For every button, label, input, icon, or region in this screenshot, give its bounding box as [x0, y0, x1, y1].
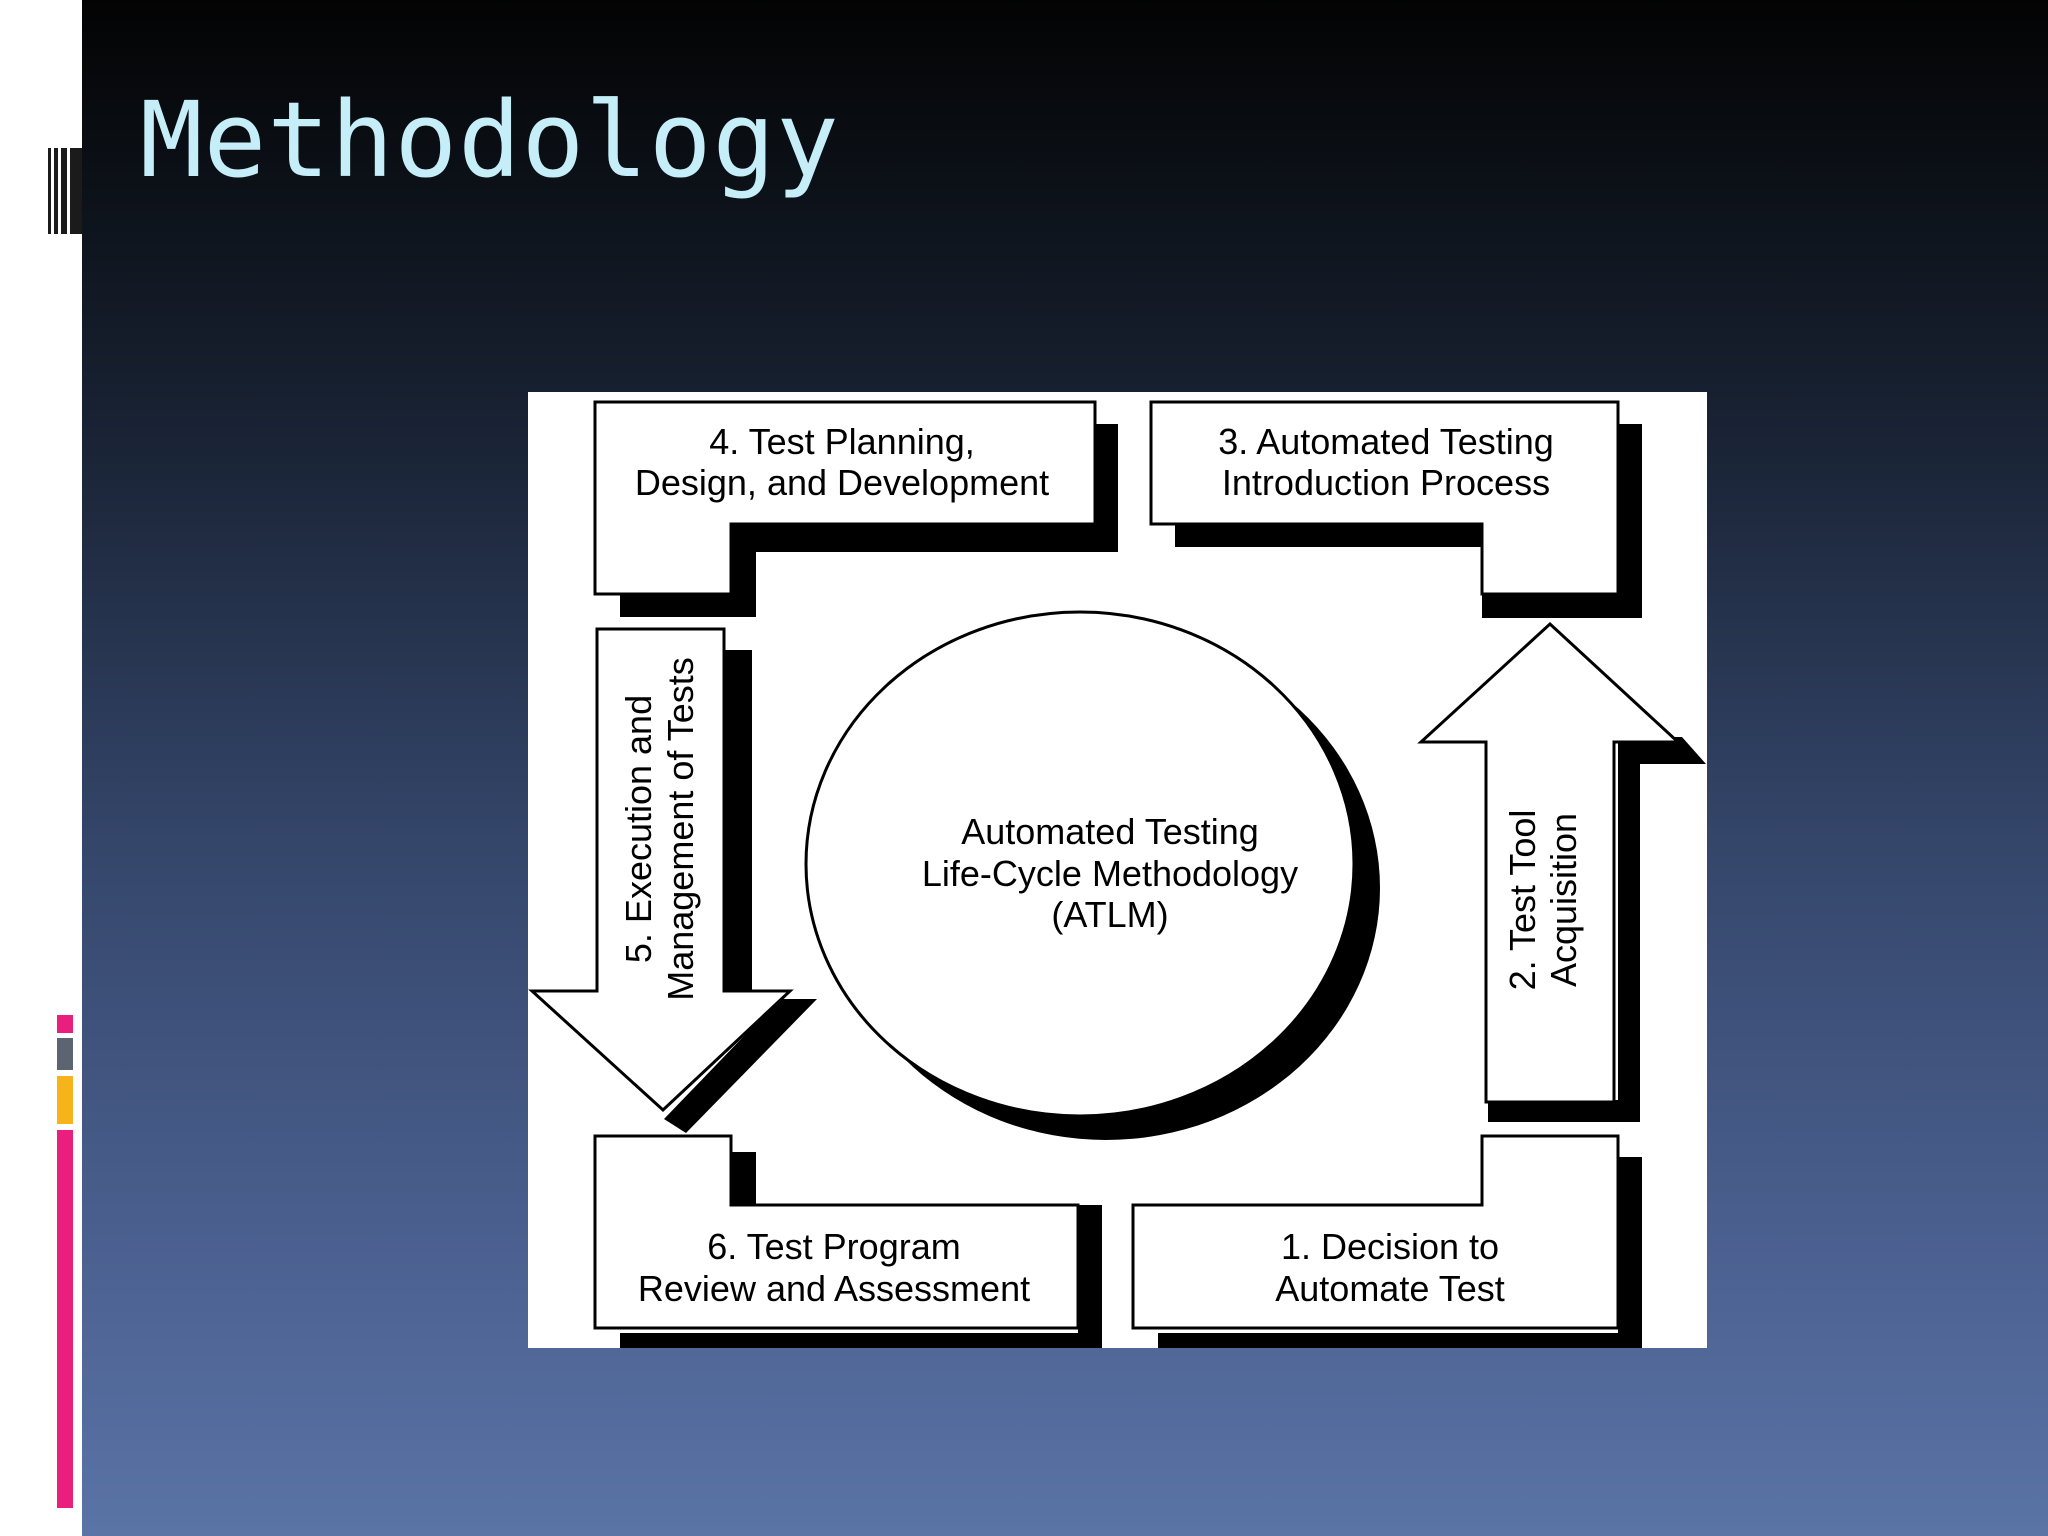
step1-label-line1: 1. Decision to	[1281, 1226, 1499, 1267]
step2-arrow: 2. Test Tool Acquisition	[1417, 621, 1706, 1122]
center-label-line2: Life-Cycle Methodology	[922, 853, 1298, 894]
accent-bar-orange	[57, 1076, 73, 1124]
atlm-diagram: Automated Testing Life-Cycle Methodology…	[528, 392, 1707, 1348]
step6-label-line2: Review and Assessment	[638, 1268, 1030, 1309]
step6-label-line1: 6. Test Program	[707, 1226, 960, 1267]
step3-box: 3. Automated Testing Introduction Proces…	[1149, 400, 1642, 618]
step2-label-line1: 2. Test Tool	[1502, 810, 1543, 991]
step3-label-line2: Introduction Process	[1222, 462, 1550, 503]
step4-label-line2: Design, and Development	[635, 462, 1049, 503]
step4-label-line1: 4. Test Planning,	[709, 421, 975, 462]
step5-arrow: 5. Execution and Management of Tests	[528, 627, 817, 1133]
step1-box: 1. Decision to Automate Test	[1131, 1134, 1642, 1348]
step5-label-line1: 5. Execution and	[618, 695, 659, 963]
step2-label-line2: Acquisition	[1543, 813, 1584, 987]
accent-bar-gray	[57, 1038, 73, 1070]
step5-label-line2: Management of Tests	[660, 657, 701, 1001]
step4-box: 4. Test Planning, Design, and Developmen…	[593, 400, 1118, 617]
slide-title: Methodology	[140, 79, 840, 201]
step3-label-line1: 3. Automated Testing	[1218, 421, 1554, 462]
step1-label-line2: Automate Test	[1275, 1268, 1504, 1309]
corner-bars-decoration	[48, 148, 82, 234]
accent-bar-pink-top	[57, 1015, 73, 1033]
accent-bar-pink	[57, 1130, 73, 1508]
center-ellipse	[804, 610, 1356, 1118]
center-label-line3: (ATLM)	[1051, 894, 1168, 935]
center-label-line1: Automated Testing	[961, 811, 1259, 852]
step6-box: 6. Test Program Review and Assessment	[593, 1134, 1102, 1348]
